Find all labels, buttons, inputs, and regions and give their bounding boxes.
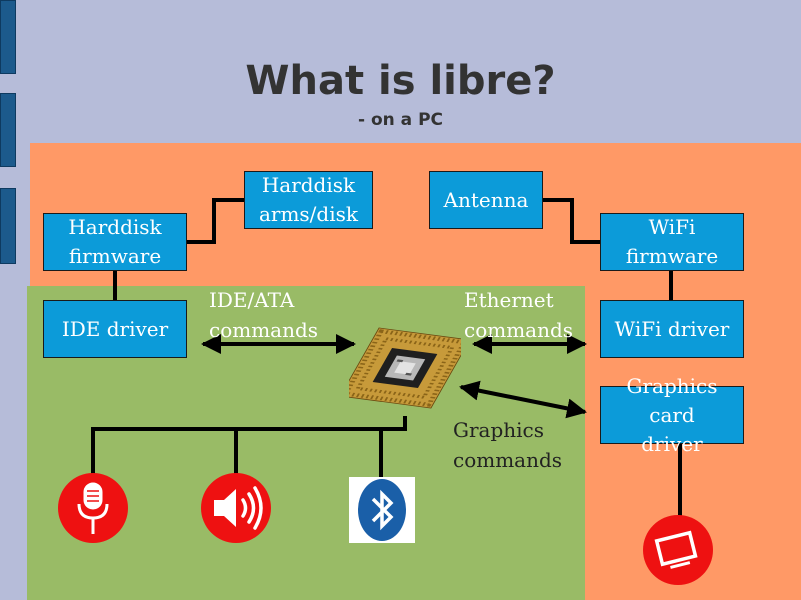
harddisk-firmware-box: Harddisk firmware: [43, 213, 187, 271]
side-tab: [0, 93, 16, 167]
ide-driver-label: IDE driver: [61, 316, 169, 341]
wifi-firmware-box: WiFi firmware: [600, 213, 744, 271]
antenna-box: Antenna: [429, 171, 543, 229]
display-icon: [643, 515, 713, 585]
slide-subtitle: - on a PC: [358, 110, 443, 130]
slide-title: What is libre?: [245, 58, 556, 104]
graphics-driver-label: Graphics card driver: [626, 373, 718, 456]
wifi-driver-box: WiFi driver: [600, 300, 744, 358]
speaker-icon: [201, 473, 271, 543]
graphics-driver-box: Graphics card driver: [600, 374, 744, 456]
wifi-firmware-label: WiFi firmware: [625, 215, 719, 268]
ide-ata-commands-label: IDE/ATA commands: [209, 288, 319, 342]
antenna-label: Antenna: [443, 187, 529, 212]
wifi-driver-label: WiFi driver: [614, 316, 730, 341]
microphone-icon: [58, 473, 128, 543]
harddisk-arms-label: Harddisk arms/disk: [258, 173, 359, 226]
side-tab: [0, 0, 16, 74]
side-tab: [0, 188, 16, 264]
ethernet-commands-label: Ethernet commands: [464, 288, 574, 342]
ide-driver-box: IDE driver: [43, 300, 187, 358]
cpu-chip-icon: [349, 327, 461, 409]
harddisk-firmware-label: Harddisk firmware: [68, 215, 162, 268]
bluetooth-icon: [349, 477, 415, 543]
graphics-commands-label: Graphics commands: [453, 418, 563, 472]
harddisk-arms-box: Harddisk arms/disk: [244, 171, 373, 229]
